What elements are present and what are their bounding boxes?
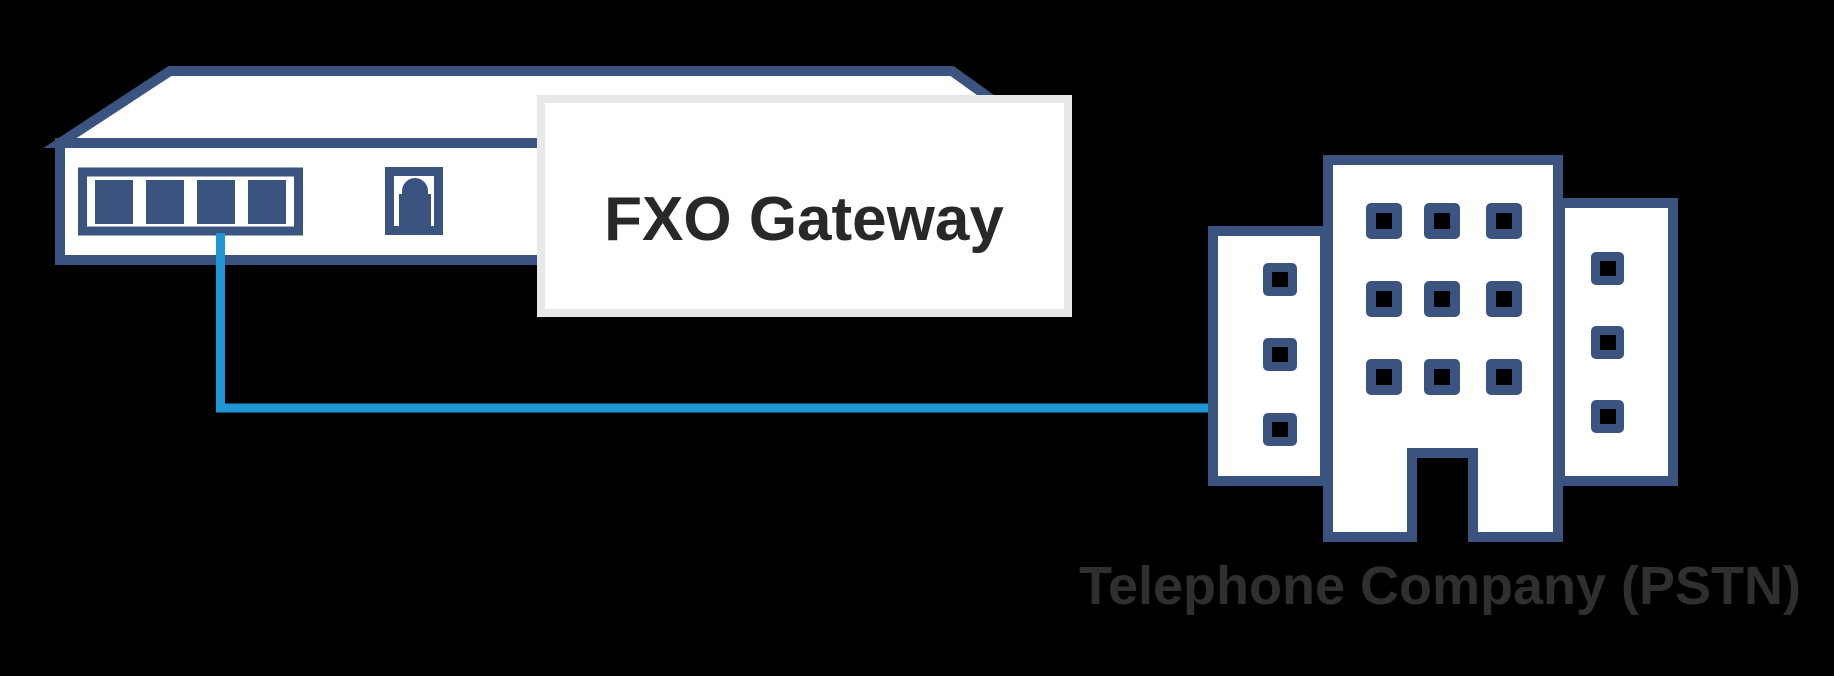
window-pane	[1272, 422, 1288, 437]
gateway-label-box	[537, 95, 1072, 317]
building-left-wing	[1208, 226, 1330, 486]
window-pane	[1434, 213, 1450, 229]
window-pane	[1376, 291, 1392, 307]
gateway-label-text: FXO Gateway	[604, 185, 1004, 254]
window-pane	[1434, 291, 1450, 307]
building-caption-text: Telephone Company (PSTN)	[1079, 556, 1801, 616]
window-pane	[1496, 291, 1512, 307]
window-pane	[1376, 213, 1392, 229]
window-pane	[1376, 369, 1392, 385]
window-pane	[1600, 335, 1616, 350]
window-pane	[1600, 261, 1616, 276]
window-pane	[1600, 409, 1616, 424]
building-right-wing	[1555, 198, 1678, 486]
ethernet-port-icon	[146, 180, 184, 224]
building-central-body	[1323, 155, 1563, 542]
building-left-wing-windows	[1263, 263, 1297, 446]
ethernet-port-icon	[197, 180, 235, 224]
ethernet-port-icon	[95, 180, 133, 224]
window-pane	[1496, 213, 1512, 229]
ethernet-port-block	[78, 167, 303, 236]
ethernet-port-icon	[248, 180, 286, 224]
window-pane	[1434, 369, 1450, 385]
building-central-windows	[1366, 203, 1522, 395]
window-pane	[1272, 272, 1288, 287]
building-central-tower	[1323, 155, 1563, 542]
phone-jack-icon	[399, 178, 431, 227]
pstn-cable-connector	[216, 233, 1213, 413]
gateway-label: FXO Gateway	[537, 95, 1072, 317]
window-pane	[1272, 347, 1288, 362]
pstn-building-icon: Telephone Company (PSTN)	[1079, 155, 1801, 616]
phone-jack-port	[385, 167, 443, 235]
window-pane	[1496, 369, 1512, 385]
building-right-wing-windows	[1591, 252, 1624, 433]
